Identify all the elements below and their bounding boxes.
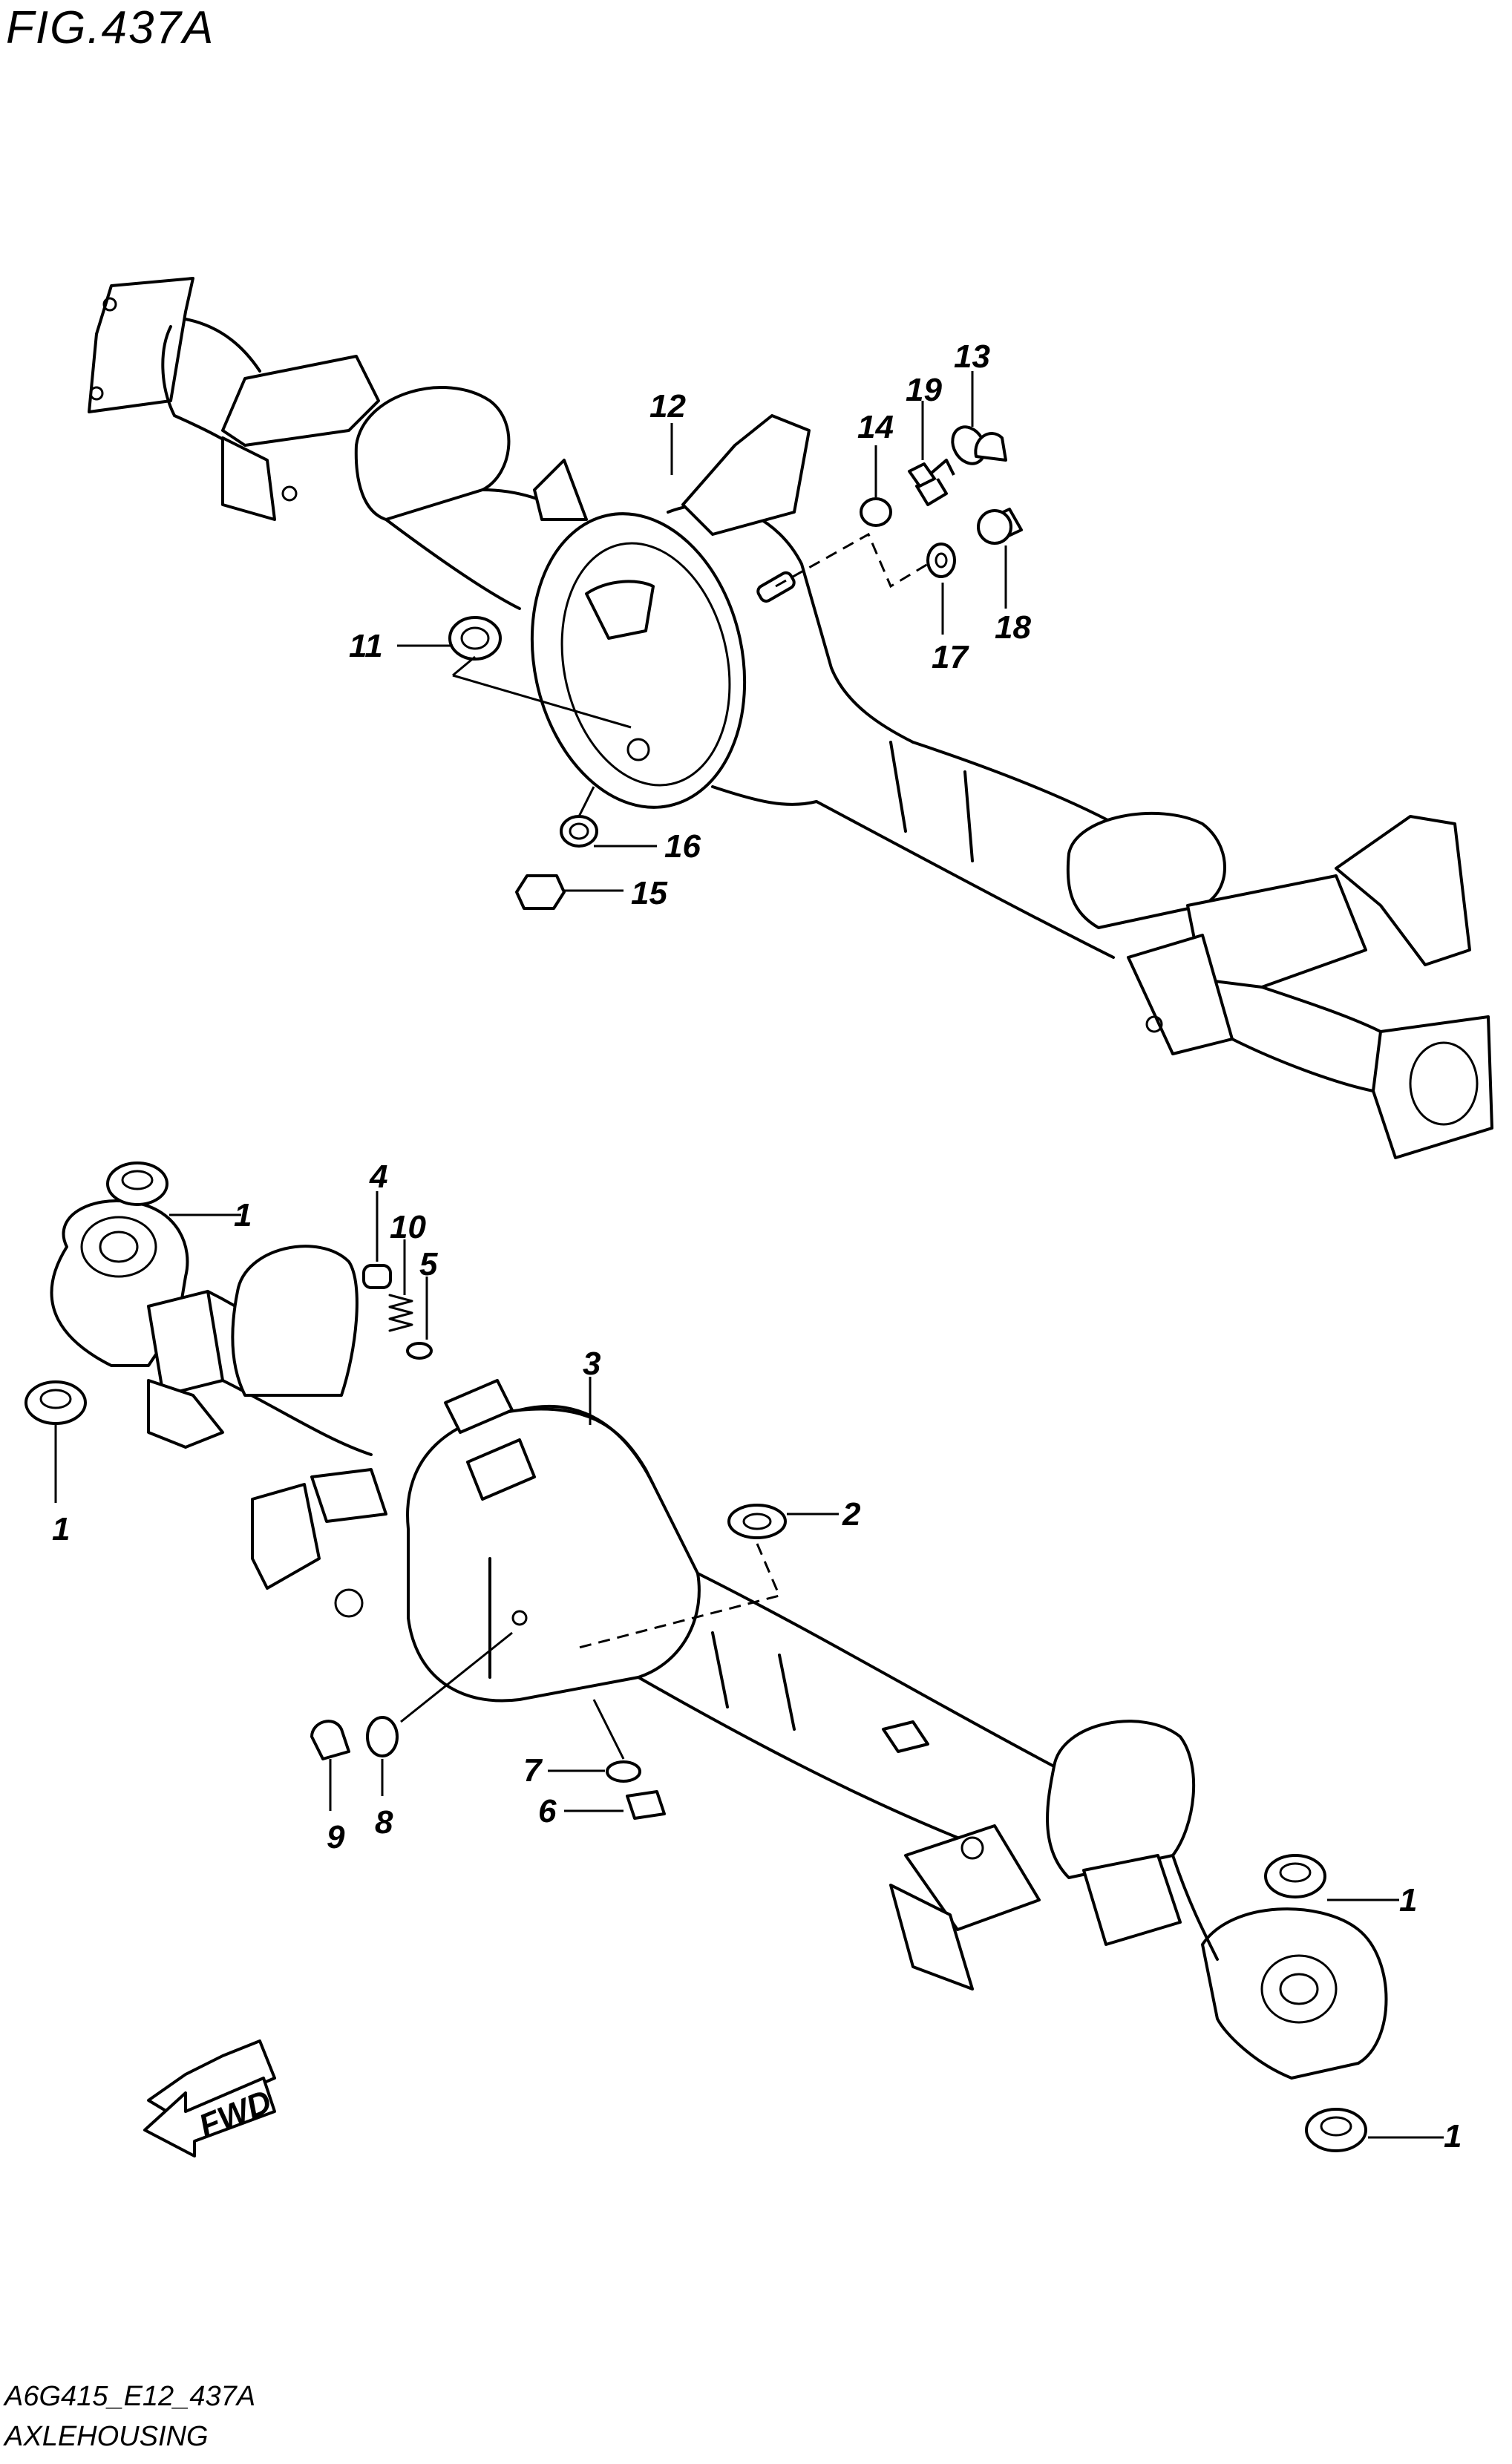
forward-direction-arrow-icon: FWD <box>143 2039 277 2157</box>
callout-13: 13 <box>954 338 990 375</box>
callout-11: 11 <box>349 628 383 664</box>
callout-3: 3 <box>583 1346 600 1382</box>
callout-18: 18 <box>995 609 1031 646</box>
callout-15: 15 <box>631 875 667 911</box>
callout-2: 2 <box>842 1496 861 1533</box>
callout-16: 16 <box>664 828 701 865</box>
lower-leaders <box>54 1191 1444 2139</box>
callout-4: 4 <box>369 1159 387 1195</box>
callout-1-right: 1 <box>1399 1882 1417 1919</box>
figure-title: FIG.437A <box>6 2 215 53</box>
callout-19: 19 <box>906 372 942 408</box>
drawing-name: AXLEHOUSING <box>4 2421 209 2452</box>
upper-small-parts <box>448 425 1023 910</box>
callout-labels: 11 12 14 19 13 17 18 16 15 1 1 1 1 4 10 … <box>52 338 1462 2155</box>
callout-1-upper-left: 1 <box>234 1197 252 1233</box>
callout-14: 14 <box>857 409 894 445</box>
callout-6: 6 <box>538 1793 557 1829</box>
callout-5: 5 <box>419 1246 438 1282</box>
upper-leaders <box>397 371 1007 892</box>
lower-small-parts <box>24 1161 1367 2152</box>
callout-7: 7 <box>523 1752 543 1789</box>
callout-12: 12 <box>649 388 686 425</box>
callout-8: 8 <box>375 1804 393 1841</box>
lower-axle-housing <box>50 1199 1388 2080</box>
drawing-code: A6G415_E12_437A <box>4 2381 256 2412</box>
callout-17: 17 <box>932 639 969 675</box>
callout-1-lower-left: 1 <box>52 1511 70 1547</box>
upper-axle-housing <box>88 277 1493 1159</box>
callout-10: 10 <box>390 1209 426 1245</box>
callout-1-bottom-right: 1 <box>1444 2118 1462 2155</box>
callout-9: 9 <box>327 1819 345 1855</box>
